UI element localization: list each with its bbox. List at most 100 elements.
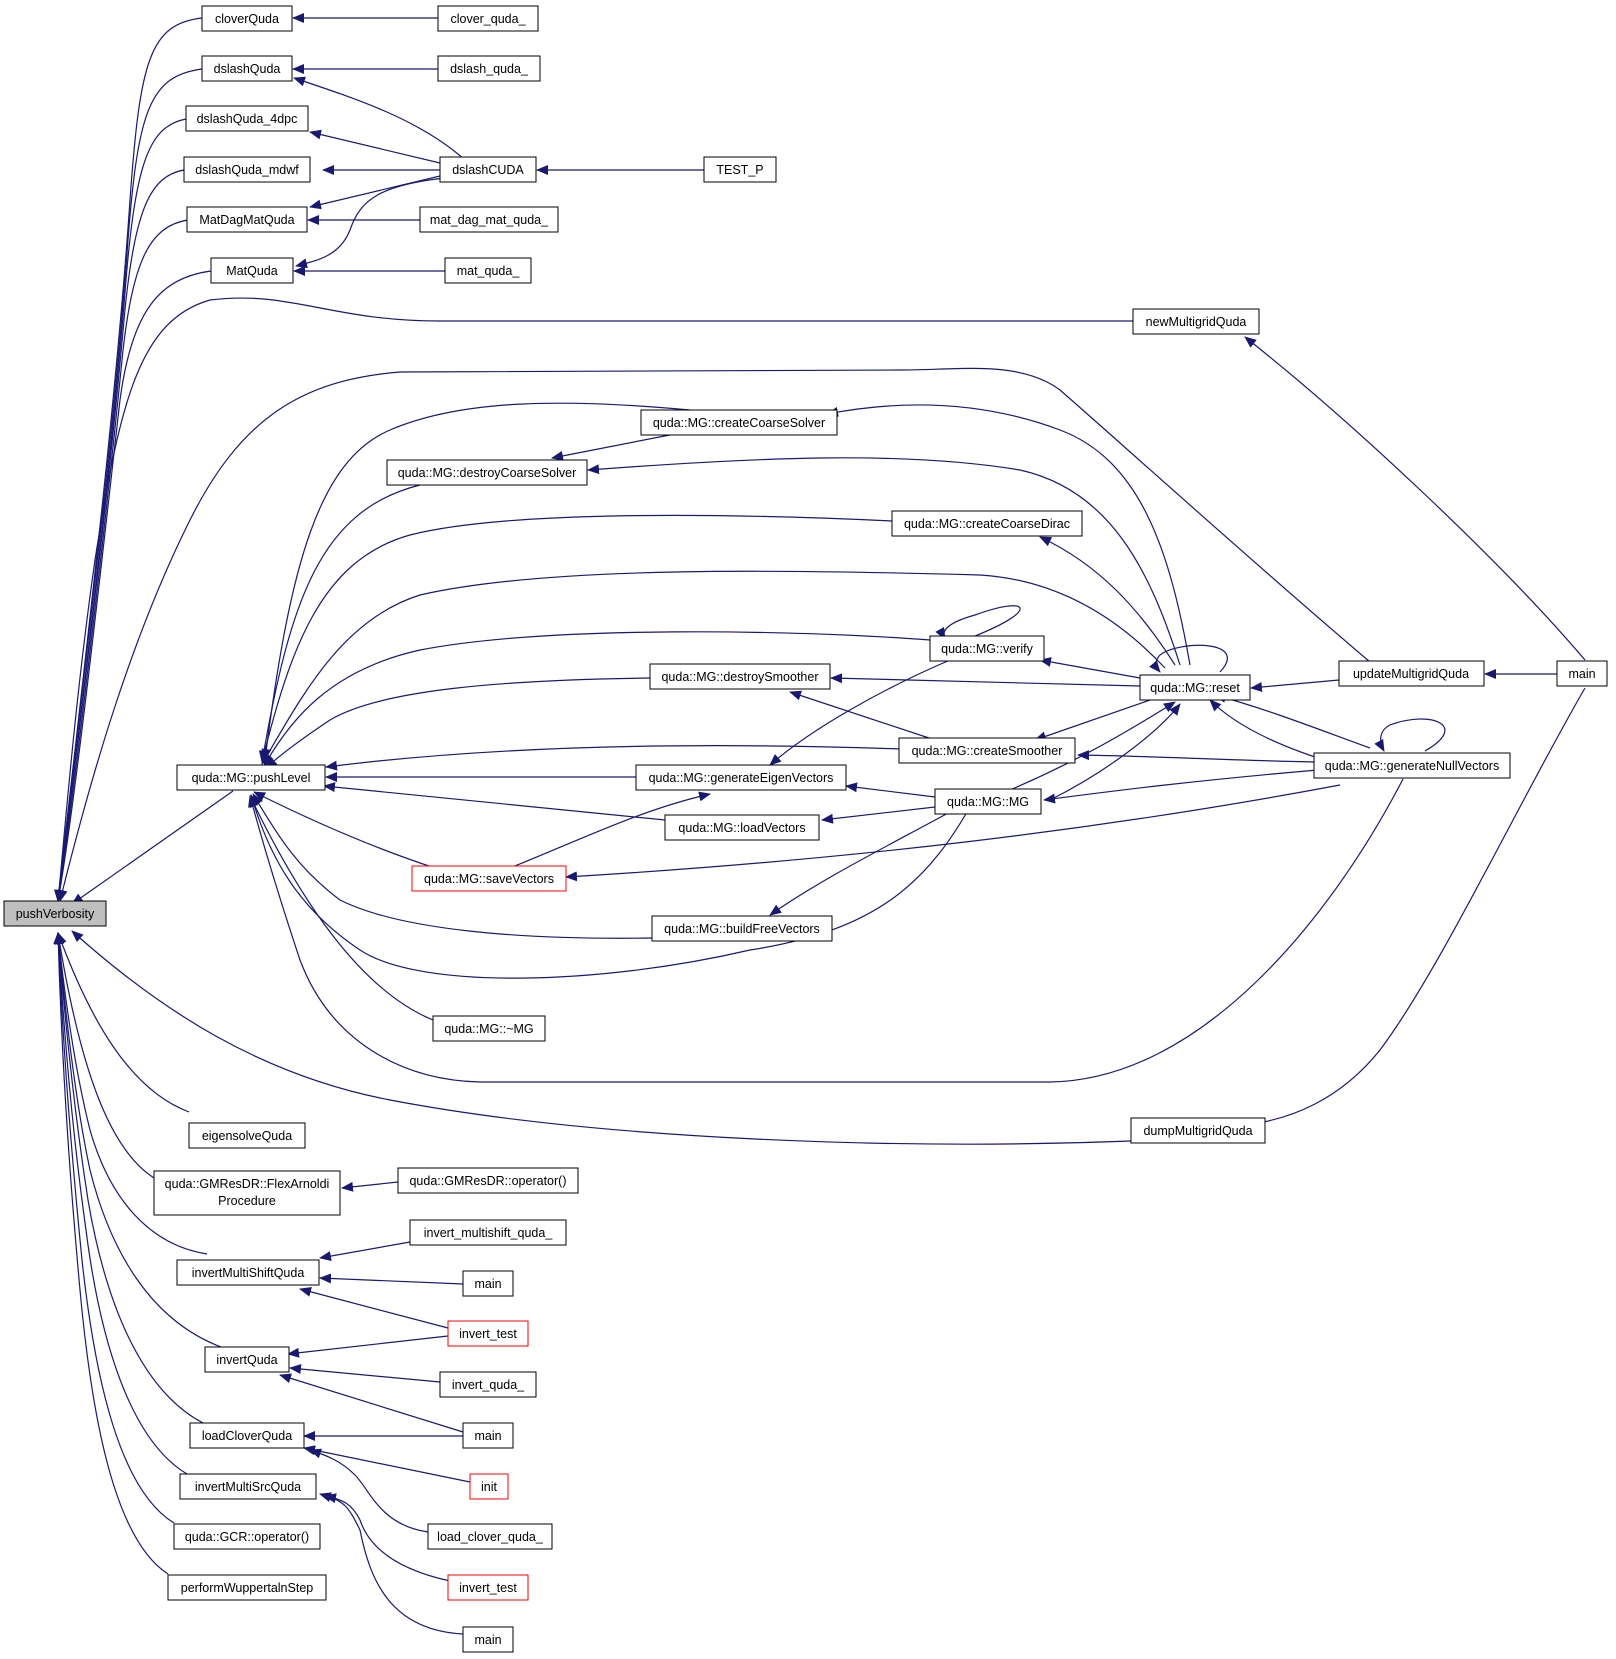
node-gmresdr-operator[interactable]: quda::GMResDR::operator() xyxy=(397,1167,579,1194)
edge-saveVectors-generateEigenVectors xyxy=(509,791,711,869)
node-updateMultigridQuda[interactable]: updateMultigridQuda xyxy=(1338,660,1485,687)
node-generateEigenVectors[interactable]: quda::MG::generateEigenVectors xyxy=(635,764,847,791)
node-performWuppertalnStep[interactable]: performWuppertalnStep xyxy=(167,1574,327,1601)
node-invert_test-a[interactable]: invert_test xyxy=(447,1320,529,1347)
node-MatQuda[interactable]: MatQuda xyxy=(210,257,294,284)
node-loadVectors[interactable]: quda::MG::loadVectors xyxy=(664,814,820,841)
node-label: dslash_quda_ xyxy=(450,62,529,76)
node-label: quda::MG::MG xyxy=(947,795,1029,809)
node-label: mat_quda_ xyxy=(457,264,521,278)
node-invertQuda[interactable]: invertQuda xyxy=(204,1346,290,1373)
node-label: quda::MG::pushLevel xyxy=(192,771,311,785)
node-invertMultiSrcQuda[interactable]: invertMultiSrcQuda xyxy=(179,1473,317,1500)
edge-createCoarseSolver-destroyCoarseSolver xyxy=(551,432,681,461)
node-label: MatQuda xyxy=(226,264,277,278)
edge-pushLevel-pushVerbosity xyxy=(71,790,234,905)
edge-dslashQuda_mdwf-pushVerbosity xyxy=(54,169,185,902)
node-label: newMultigridQuda xyxy=(1146,315,1247,329)
edge-reset-createCoarseDirac xyxy=(1039,536,1176,666)
node-invert_test-b[interactable]: invert_test xyxy=(447,1574,529,1601)
node-FlexArnoldiProcedure[interactable]: quda::GMResDR::FlexArnoldi Procedure xyxy=(153,1170,341,1216)
node-label: quda::MG::loadVectors xyxy=(678,821,805,835)
node-invert_quda_[interactable]: invert_quda_ xyxy=(439,1371,537,1398)
nodes: pushVerbosity cloverQuda dslashQuda dsla… xyxy=(3,5,1608,1653)
edge-invert_test_b-invertMultiSrcQuda xyxy=(319,1492,451,1582)
node-destroySmoother[interactable]: quda::MG::destroySmoother xyxy=(649,663,831,690)
node-main-c[interactable]: main xyxy=(462,1626,514,1653)
node-label: init xyxy=(481,1480,498,1494)
node-mat_dag_mat_quda_[interactable]: mat_dag_mat_quda_ xyxy=(419,206,559,233)
node-label: MatDagMatQuda xyxy=(199,213,294,227)
node-main-a[interactable]: main xyxy=(462,1270,514,1297)
node-label: invertMultiSrcQuda xyxy=(195,1480,301,1494)
edge-createSmoother-destroySmoother xyxy=(789,690,936,741)
edge-generateEigenVectors-verify xyxy=(769,659,951,766)
node-label: invertQuda xyxy=(216,1353,277,1367)
node-main-b[interactable]: main xyxy=(462,1422,514,1449)
node-pushLevel[interactable]: quda::MG::pushLevel xyxy=(176,764,326,791)
edge-generateNullVectors-self xyxy=(1374,718,1446,752)
node-label: quda::MG::destroySmoother xyxy=(661,670,818,684)
node-TEST_P[interactable]: TEST_P xyxy=(703,156,777,183)
node-newMultigridQuda[interactable]: newMultigridQuda xyxy=(1132,308,1260,335)
node-gcr-operator[interactable]: quda::GCR::operator() xyxy=(173,1523,321,1550)
node-saveVectors[interactable]: quda::MG::saveVectors xyxy=(411,865,567,892)
node-eigensolveQuda[interactable]: eigensolveQuda xyxy=(188,1122,306,1149)
edge-dslashCUDA-MatQuda xyxy=(295,177,446,269)
node-createCoarseDirac[interactable]: quda::MG::createCoarseDirac xyxy=(891,510,1083,537)
edge-main_a-invertMultiShiftQuda xyxy=(319,1273,464,1285)
node-load_clover_quda_[interactable]: load_clover_quda_ xyxy=(427,1523,553,1550)
edge-eigensolveQuda-pushVerbosity xyxy=(57,932,190,1113)
node-generateNullVectors[interactable]: quda::MG::generateNullVectors xyxy=(1313,752,1511,779)
edge-main_c-invertMultiSrcQuda xyxy=(324,1493,464,1635)
node-pushVerbosity[interactable]: pushVerbosity xyxy=(3,900,107,927)
node-label: load_clover_quda_ xyxy=(437,1530,544,1544)
node-dslashQuda_4dpc[interactable]: dslashQuda_4dpc xyxy=(185,105,309,132)
node-loadCloverQuda[interactable]: loadCloverQuda xyxy=(189,1422,305,1449)
node-createCoarseSolver[interactable]: quda::MG::createCoarseSolver xyxy=(640,409,838,436)
node-clover_quda_[interactable]: clover_quda_ xyxy=(437,5,539,32)
node-MatDagMatQuda[interactable]: MatDagMatQuda xyxy=(186,206,308,233)
edge-invertQuda-pushVerbosity xyxy=(54,932,222,1348)
node-buildFreeVectors[interactable]: quda::MG::buildFreeVectors xyxy=(651,915,833,942)
node-main-right[interactable]: main xyxy=(1556,660,1608,687)
node-label: quda::MG::generateEigenVectors xyxy=(649,771,834,785)
node-createSmoother[interactable]: quda::MG::createSmoother xyxy=(898,737,1076,764)
node-dumpMultigridQuda[interactable]: dumpMultigridQuda xyxy=(1130,1117,1266,1144)
node-MG-dtor[interactable]: quda::MG::~MG xyxy=(432,1015,546,1042)
edge-reset-verify xyxy=(1039,657,1141,679)
edge-verify-self xyxy=(935,605,1021,640)
node-cloverQuda[interactable]: cloverQuda xyxy=(201,5,293,32)
node-mat_quda_[interactable]: mat_quda_ xyxy=(444,257,532,284)
edge-reset-destroySmoother xyxy=(830,673,1141,687)
edge-MatQuda-pushVerbosity xyxy=(55,270,212,902)
edge-saveVectors-pushLevel xyxy=(253,791,436,869)
node-init[interactable]: init xyxy=(469,1473,509,1500)
edge-main-newMultigridQuda xyxy=(1244,336,1586,661)
node-invert_multishift_quda_[interactable]: invert_multishift_quda_ xyxy=(409,1219,567,1246)
node-label-line1: quda::GMResDR::FlexArnoldi xyxy=(165,1177,330,1191)
edge-MG-buildFreeVectors xyxy=(769,811,951,916)
node-dslashCUDA[interactable]: dslashCUDA xyxy=(439,156,537,183)
edge-invertMultiSrcQuda-pushVerbosity xyxy=(53,932,188,1475)
edge-reset-createCoarseSolver xyxy=(826,404,1191,666)
node-label: quda::MG::buildFreeVectors xyxy=(664,922,820,936)
node-dslashQuda[interactable]: dslashQuda xyxy=(201,55,293,82)
node-reset[interactable]: quda::MG::reset xyxy=(1139,674,1251,701)
edge-loadVectors-pushLevel xyxy=(323,782,666,821)
node-verify[interactable]: quda::MG::verify xyxy=(929,635,1045,662)
edge-gcr-pushVerbosity xyxy=(53,932,175,1524)
node-dslash_quda_[interactable]: dslash_quda_ xyxy=(437,55,541,82)
edge-dslashQuda-pushVerbosity xyxy=(54,68,203,902)
node-invertMultiShiftQuda[interactable]: invertMultiShiftQuda xyxy=(176,1259,320,1286)
edges xyxy=(53,13,1586,1635)
edge-destroySmoother-pushLevel xyxy=(265,677,651,769)
edge-reset-pushLevel xyxy=(261,570,1166,765)
node-label: main xyxy=(474,1633,501,1647)
node-destroyCoarseSolver[interactable]: quda::MG::destroyCoarseSolver xyxy=(386,459,588,486)
edge-FlexArnoldi-pushVerbosity xyxy=(54,932,155,1179)
node-MG[interactable]: quda::MG::MG xyxy=(934,788,1042,815)
node-dslashQuda_mdwf[interactable]: dslashQuda_mdwf xyxy=(183,156,311,183)
node-label: dslashCUDA xyxy=(452,163,524,177)
edge-MG-generateEigenVectors xyxy=(845,782,936,798)
